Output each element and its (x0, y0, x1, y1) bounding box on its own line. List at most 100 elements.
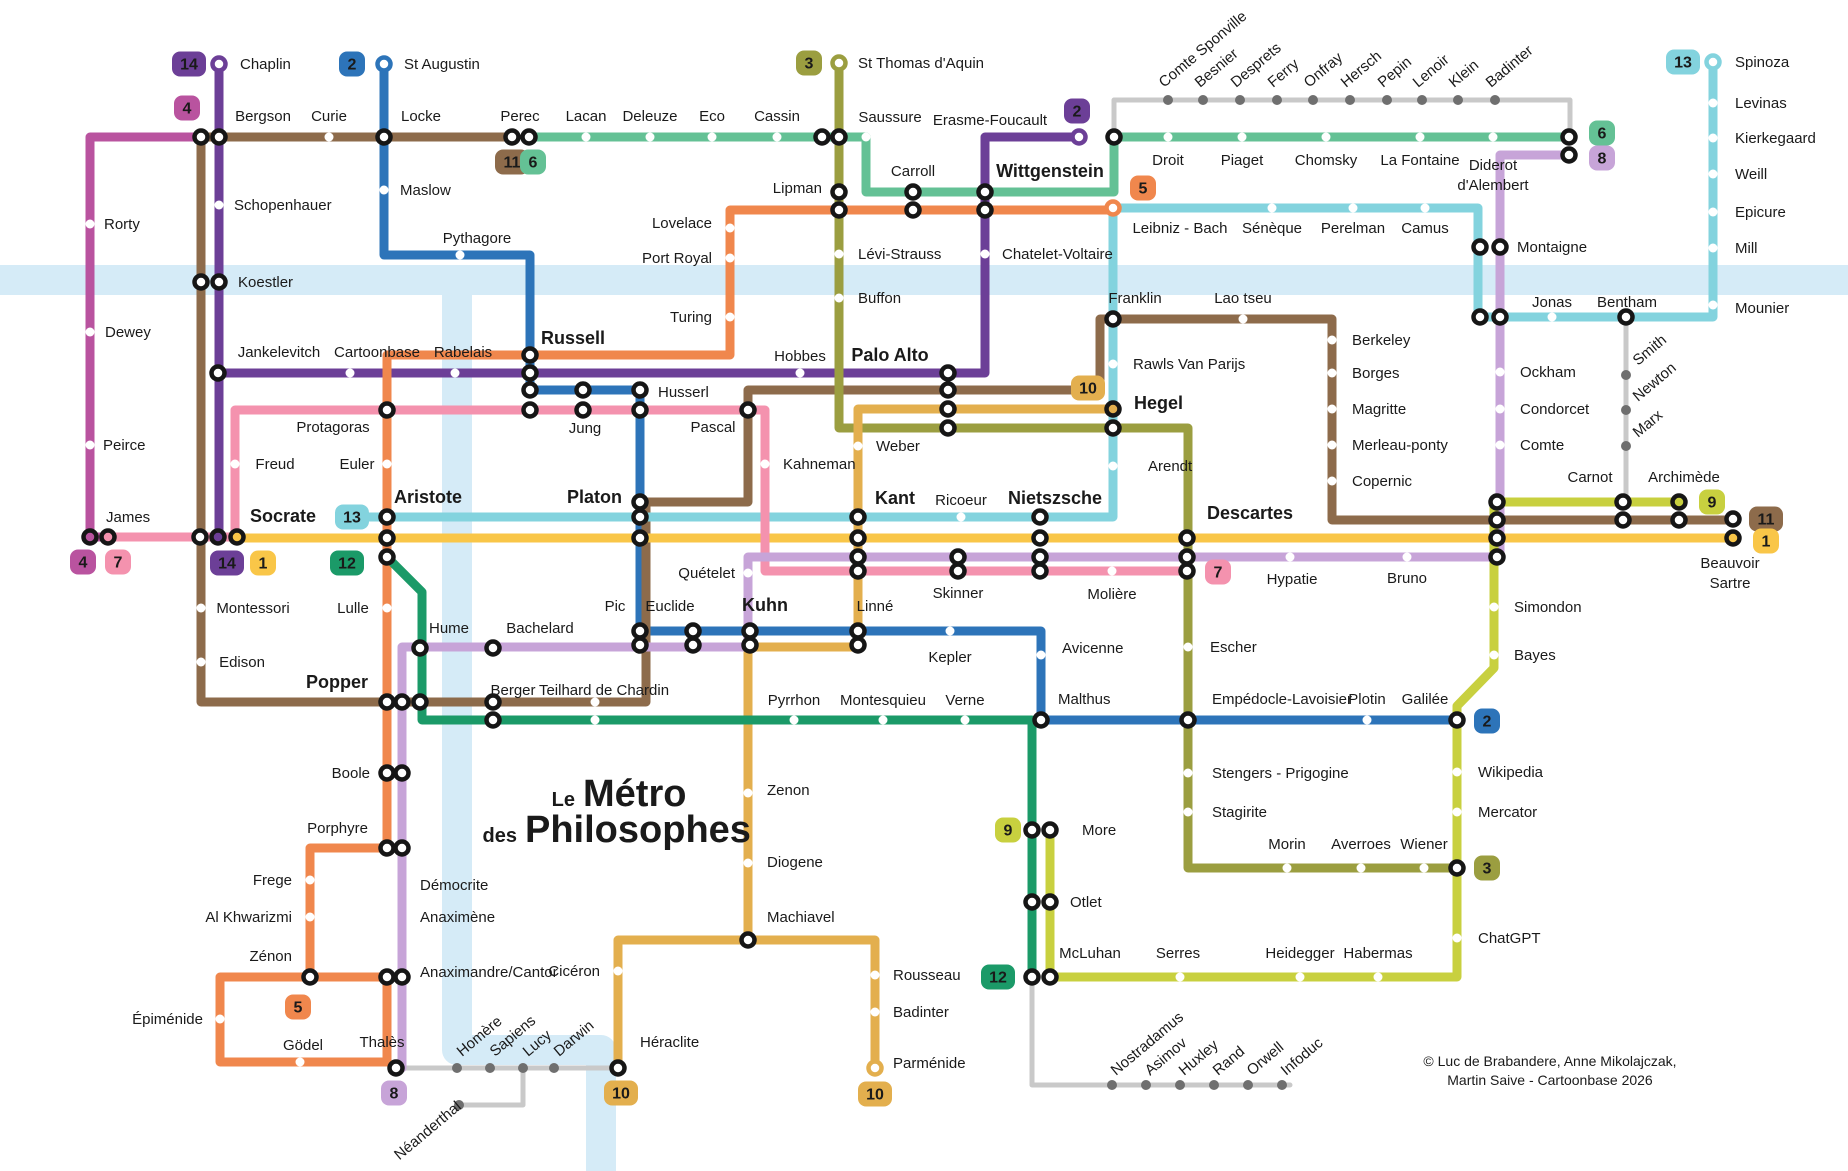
station-label: Skinner (933, 585, 984, 602)
station-label: Marx (1630, 406, 1667, 441)
station-interchange (1448, 859, 1466, 877)
line-badge (1699, 489, 1725, 515)
station-label: Heidegger (1265, 945, 1334, 962)
line-badge-number: 2 (1483, 714, 1492, 731)
station-label: Averroes (1331, 836, 1391, 853)
station-tick (725, 223, 735, 233)
line-badge-number: 7 (114, 555, 123, 572)
station-label: Peirce (103, 437, 146, 454)
station-label: Le (552, 789, 575, 811)
station-interchange (1178, 529, 1196, 547)
station-label: Chaplin (240, 56, 291, 73)
station-label: Euclide (645, 598, 694, 615)
station-label: More (1082, 822, 1116, 839)
station-interchange (1041, 968, 1059, 986)
line-badge-number: 1 (259, 556, 268, 573)
station-interchange (1031, 508, 1049, 526)
station-interchange (1617, 308, 1635, 326)
station-tick (960, 715, 970, 725)
station-interchange (1178, 562, 1196, 580)
line-badge (172, 51, 206, 77)
station-label: Démocrite (420, 877, 488, 894)
station-label: Rorty (104, 216, 140, 233)
station-label: Morin (1268, 836, 1306, 853)
station-interchange (209, 528, 227, 546)
station-tick (834, 293, 844, 303)
line-badge (1589, 145, 1615, 171)
station-interchange (631, 622, 649, 640)
station-interchange (1491, 238, 1509, 256)
line-badge-number: 1 (1762, 534, 1771, 551)
station-tick (980, 249, 990, 259)
station-tick (1489, 602, 1499, 612)
station-tick (85, 327, 95, 337)
station-tick (1420, 203, 1430, 213)
station-label: Verne (945, 692, 984, 709)
station-tick (1356, 863, 1366, 873)
station-label: Avicenne (1062, 640, 1123, 657)
line-grey-a (1111, 97, 1573, 138)
station-label: Hypatie (1267, 571, 1318, 588)
station-label: Mercator (1478, 804, 1537, 821)
station-interchange (521, 381, 539, 399)
station-interchange (1448, 711, 1466, 729)
station-label: Buffon (858, 290, 901, 307)
station-label: Copernic (1352, 473, 1413, 490)
station-label: Camus (1401, 220, 1449, 237)
station-tick (230, 459, 240, 469)
station-tick (1183, 807, 1193, 817)
station-label: Berger (490, 682, 535, 699)
station-interchange (378, 401, 396, 419)
station-label: Montesquieu (840, 692, 926, 709)
station-tick (1327, 404, 1337, 414)
station-label: Escher (1210, 639, 1257, 656)
station-interchange (484, 711, 502, 729)
line-badge (520, 149, 546, 175)
station-tick (1285, 552, 1295, 562)
station-interchange (1178, 548, 1196, 566)
station-label: Rabelais (434, 344, 492, 361)
station-interchange (1105, 128, 1123, 146)
station-interchange (209, 364, 227, 382)
line-10b (743, 935, 880, 1073)
station-tick (1108, 461, 1118, 471)
station-label: Palo Alto (851, 345, 928, 365)
station-interchange (939, 381, 957, 399)
station-label: Lao tseu (1214, 290, 1272, 307)
station-interchange (1104, 310, 1122, 328)
station-interchange (849, 636, 867, 654)
line-badge (339, 51, 365, 77)
station-label: Klein (1446, 57, 1482, 91)
station-interchange (939, 364, 957, 382)
station-interchange (574, 381, 592, 399)
station-interchange (904, 183, 922, 201)
station-interchange (503, 128, 521, 146)
station-label: La Fontaine (1380, 152, 1459, 169)
station-interchange (192, 273, 210, 291)
station-dot (1308, 95, 1318, 105)
station-label: Locke (401, 108, 441, 125)
station-interchange (939, 419, 957, 437)
station-label: Berkeley (1352, 332, 1411, 349)
station-interchange (1104, 400, 1122, 418)
station-label: Pyrrhon (768, 692, 821, 709)
station-tick (743, 568, 753, 578)
station-tick (382, 459, 392, 469)
station-dot (518, 1063, 528, 1073)
line-badge-number: 11 (504, 155, 521, 172)
station-interchange (849, 548, 867, 566)
line-badge-number: 9 (1004, 823, 1013, 840)
station-interchange (375, 128, 393, 146)
station-tick (613, 966, 623, 976)
station-label: Wittgenstein (996, 161, 1104, 181)
station-label: Perec (500, 108, 540, 125)
station-label: Arendt (1148, 458, 1193, 475)
station-label: © Luc de Brabandere, Anne Mikolajczak, (1423, 1053, 1676, 1069)
line-5 (215, 205, 1118, 1067)
station-label: Droit (1152, 152, 1185, 169)
station-dot (1382, 95, 1392, 105)
station-tick (1708, 133, 1718, 143)
station-label: Montaigne (1517, 239, 1587, 256)
station-label: Frege (253, 872, 292, 889)
